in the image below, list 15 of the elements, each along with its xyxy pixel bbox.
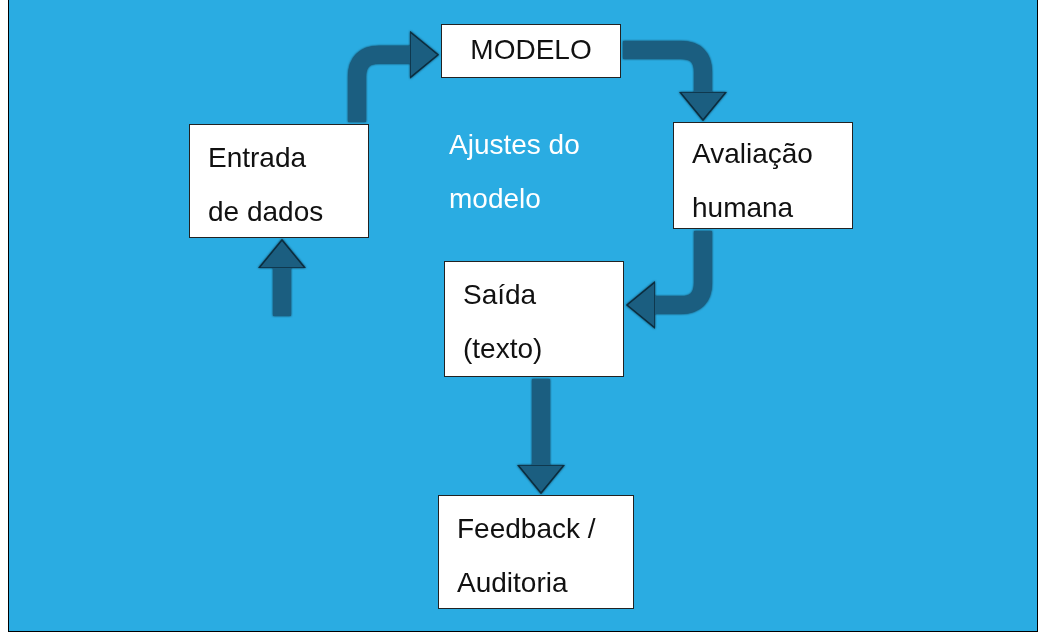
process-box (444, 261, 624, 377)
process-box (673, 122, 853, 229)
node-text: Saída (texto) (463, 279, 543, 364)
process-box (438, 495, 634, 609)
node-text: MODELO (470, 34, 592, 65)
process-box (441, 24, 621, 78)
block-arrow (258, 239, 306, 316)
node-text: Avaliação humana (692, 138, 813, 223)
process-box (189, 124, 369, 238)
block-arrow (626, 231, 712, 329)
annotation-text: Ajustes do modelo (449, 128, 581, 216)
block-arrow (517, 379, 565, 494)
block-arrow (623, 41, 727, 121)
node-text: Entrada de dados (208, 142, 324, 227)
node-text: Feedback / Auditoria (457, 513, 596, 598)
